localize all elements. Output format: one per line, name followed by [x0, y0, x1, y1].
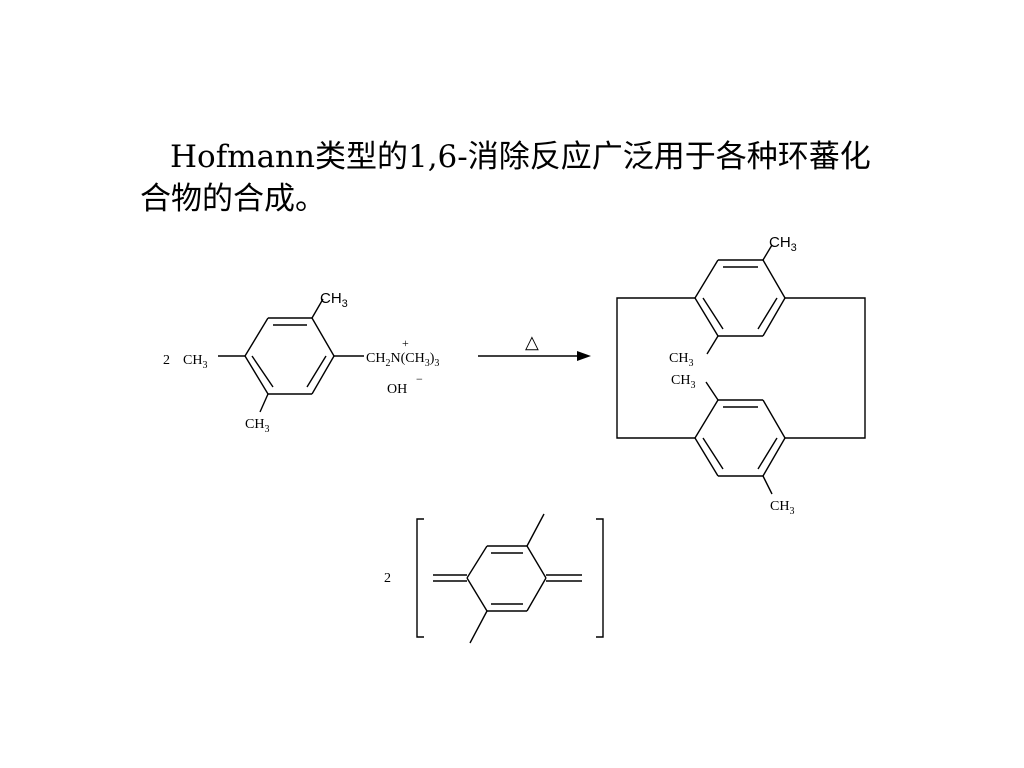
xylylene-ring: [466, 545, 547, 612]
product-methyl-bonds: [705, 244, 773, 495]
reactant-ring: [244, 317, 335, 395]
product-lower-ring: [694, 399, 786, 477]
description-paragraph: Hofmann类型的1,6-消除反应广泛用于各种环蕃化 合物的合成。: [140, 136, 920, 220]
product-ch3-top: CH3: [769, 234, 797, 254]
description-line-2: 合物的合成。: [140, 181, 326, 217]
description-line-1: Hofmann类型的1,6-消除反应广泛用于各种环蕃化: [170, 139, 871, 175]
hydroxide-counterion: OH: [387, 382, 407, 397]
intermediate-coefficient: 2: [384, 571, 391, 586]
reactant-substituent-bonds: [218, 298, 364, 413]
exocyclic-double-bonds: [433, 574, 582, 582]
left-bracket: [416, 518, 424, 638]
reactant-ch3-left: CH3: [183, 353, 207, 371]
hydroxide-charge: −: [416, 372, 423, 386]
product-molecule: CH3 CH3 CH3 CH3: [616, 234, 866, 517]
product-upper-ring: [694, 259, 786, 337]
intermediate-molecule: 2: [384, 513, 604, 644]
product-ch3-inner-lower: CH3: [671, 373, 695, 391]
trimethylammonium-group: CH2N(CH3)3: [366, 351, 439, 369]
reactant-coefficient: 2: [163, 353, 170, 368]
right-bracket: [596, 518, 604, 638]
reactant-molecule: 2 CH3 CH3 CH3 + CH2N(CH3)3 OH −: [163, 290, 439, 435]
heat-condition: △: [525, 332, 539, 352]
ammonium-plus-charge: +: [402, 336, 409, 350]
reaction-arrow: △: [478, 332, 591, 361]
ethano-bridges: [616, 297, 866, 439]
product-ch3-inner-upper: CH3: [669, 351, 693, 369]
product-ch3-bottom: CH3: [770, 499, 794, 517]
reactant-ch3-bottom: CH3: [245, 417, 269, 435]
arrow-head: [577, 351, 591, 361]
reactant-ch3-top: CH3: [320, 290, 348, 310]
intermediate-methyl-bonds: [469, 513, 545, 644]
